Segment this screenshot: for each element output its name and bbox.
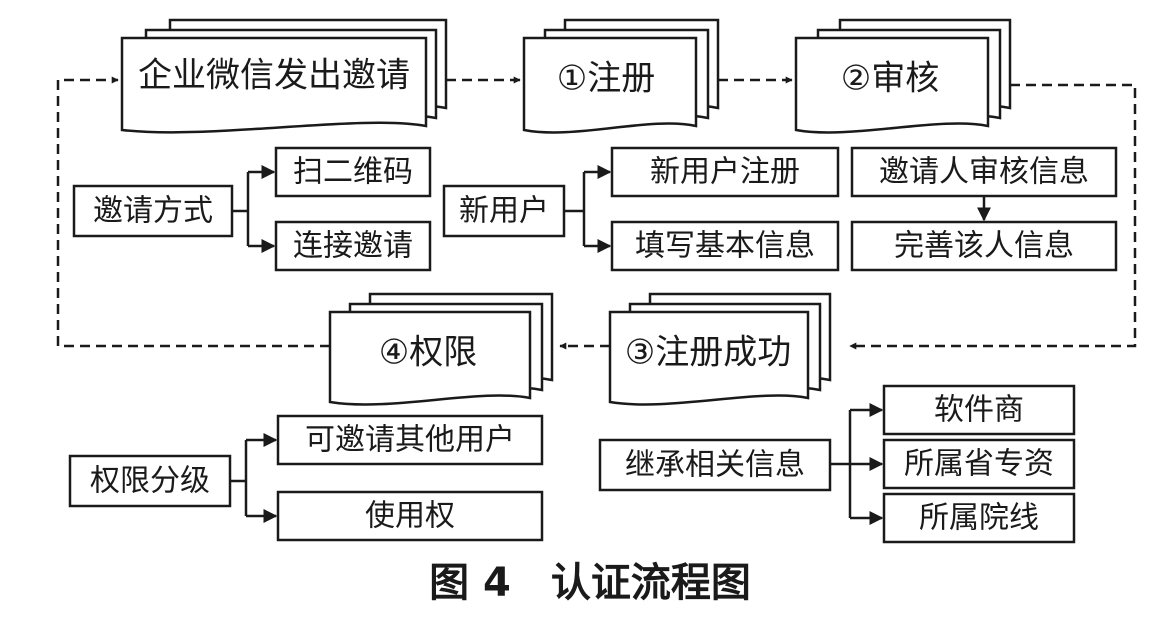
invite-option-link bbox=[274, 220, 432, 272]
review-step-inviter-label: 邀请人审核信息 bbox=[879, 155, 1089, 190]
invite-option-qrcode bbox=[274, 146, 432, 198]
new-user-register-label: 新用户注册 bbox=[650, 155, 800, 190]
review-step-complete bbox=[850, 220, 1118, 272]
doc-permission: ④权限 bbox=[328, 292, 554, 406]
new-user-basic-info-label: 填写基本信息 bbox=[635, 229, 815, 264]
review-step-complete-label: 完善该人信息 bbox=[894, 229, 1074, 264]
figure-caption: 图 4 认证流程图 bbox=[429, 560, 751, 606]
inherit-option-cinema-label: 所属院线 bbox=[919, 501, 1039, 536]
doc-permission-label: ④权限 bbox=[379, 333, 477, 373]
new-user-box bbox=[442, 184, 566, 238]
inherit-option-province-label: 所属省专资 bbox=[904, 447, 1054, 482]
inherit-info: 继承相关信息 软件商 所属省专资 所属院线 bbox=[598, 384, 1076, 544]
doc-invite-label: 企业微信发出邀请 bbox=[138, 56, 410, 96]
new-user-label: 新用户 bbox=[459, 194, 549, 229]
doc-invite: 企业微信发出邀请 bbox=[120, 18, 448, 134]
permission-option-use-label: 使用权 bbox=[365, 499, 455, 534]
main-flow-connectors bbox=[56, 76, 1137, 350]
invite-method-label: 邀请方式 bbox=[93, 194, 213, 229]
doc-success: ③注册成功 bbox=[608, 292, 832, 406]
invite-option-qrcode-label: 扫二维码 bbox=[293, 155, 413, 190]
new-user-basic-info bbox=[610, 220, 840, 272]
permission-level-box bbox=[68, 454, 232, 508]
inherit-option-vendor bbox=[882, 384, 1076, 436]
permission-levels: 权限分级 可邀请其他用户 使用权 bbox=[68, 414, 544, 542]
inherit-option-vendor-label: 软件商 bbox=[934, 393, 1024, 428]
review-steps: 邀请人审核信息 完善该人信息 bbox=[850, 146, 1118, 272]
permission-option-use bbox=[276, 490, 544, 542]
inherit-option-province bbox=[882, 438, 1076, 490]
doc-register-label: ①注册 bbox=[557, 59, 655, 99]
permission-option-invite bbox=[276, 414, 544, 466]
invite-method-box bbox=[72, 184, 234, 238]
doc-success-label: ③注册成功 bbox=[625, 333, 791, 373]
doc-review: ②审核 bbox=[794, 18, 1012, 134]
inherit-option-cinema bbox=[882, 492, 1076, 544]
doc-review-label: ②审核 bbox=[841, 59, 939, 99]
new-user-register bbox=[610, 146, 840, 198]
inherit-info-label: 继承相关信息 bbox=[625, 448, 805, 483]
review-step-inviter bbox=[850, 146, 1118, 198]
invite-option-link-label: 连接邀请 bbox=[293, 229, 413, 264]
inherit-info-box bbox=[598, 438, 832, 492]
new-user: 新用户 新用户注册 填写基本信息 bbox=[442, 146, 840, 272]
permission-option-invite-label: 可邀请其他用户 bbox=[305, 423, 515, 458]
permission-level-label: 权限分级 bbox=[90, 464, 210, 499]
doc-register: ①注册 bbox=[522, 18, 720, 134]
invite-methods: 邀请方式 扫二维码 连接邀请 bbox=[72, 146, 432, 272]
